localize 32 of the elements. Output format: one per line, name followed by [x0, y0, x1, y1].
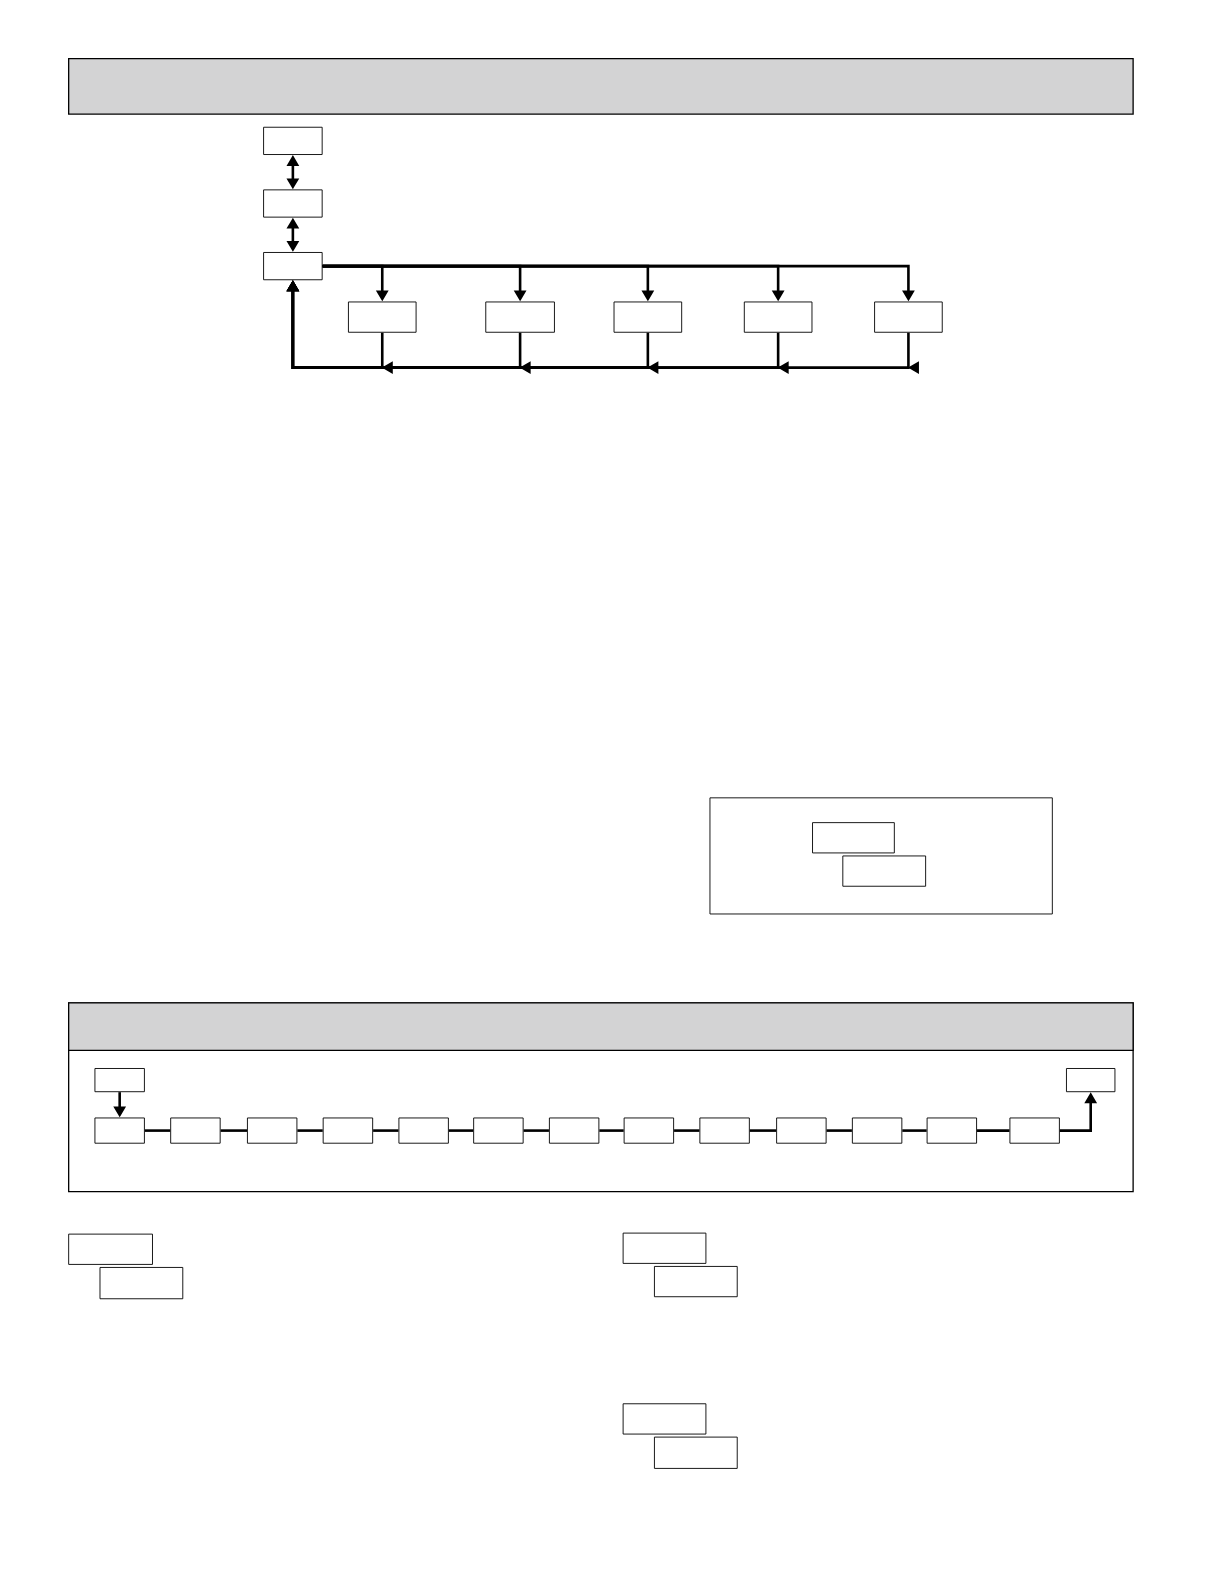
display-box: [622, 1232, 707, 1264]
display-box: [926, 1117, 978, 1144]
display-box: [347, 301, 417, 333]
display-box: [623, 1117, 675, 1144]
display-box: [842, 855, 927, 887]
display-box: [263, 252, 323, 281]
display-box: [653, 1436, 738, 1469]
display-box: [94, 1117, 145, 1144]
display-box: [263, 189, 323, 218]
display-box: [548, 1117, 600, 1144]
display-box: [699, 1117, 750, 1144]
display-box: [812, 822, 895, 854]
display-box: [322, 1117, 374, 1144]
display-box: [263, 126, 323, 155]
display-box: [99, 1267, 184, 1300]
display-box: [622, 1403, 707, 1435]
display-box: [94, 1068, 145, 1093]
display-box: [776, 1117, 827, 1144]
display-box: [68, 1233, 153, 1265]
display-box: [247, 1117, 298, 1144]
display-box: [653, 1265, 738, 1298]
display-box: [851, 1117, 903, 1144]
display-box: [485, 301, 555, 333]
display-box: [1009, 1117, 1060, 1144]
frame-box: [709, 797, 1053, 915]
display-box: [1066, 1068, 1116, 1093]
display-box: [398, 1117, 449, 1144]
display-box: [170, 1117, 221, 1144]
display-box: [613, 301, 683, 333]
display-box: [473, 1117, 524, 1144]
display-box: [874, 301, 943, 333]
display-box: [743, 301, 813, 333]
